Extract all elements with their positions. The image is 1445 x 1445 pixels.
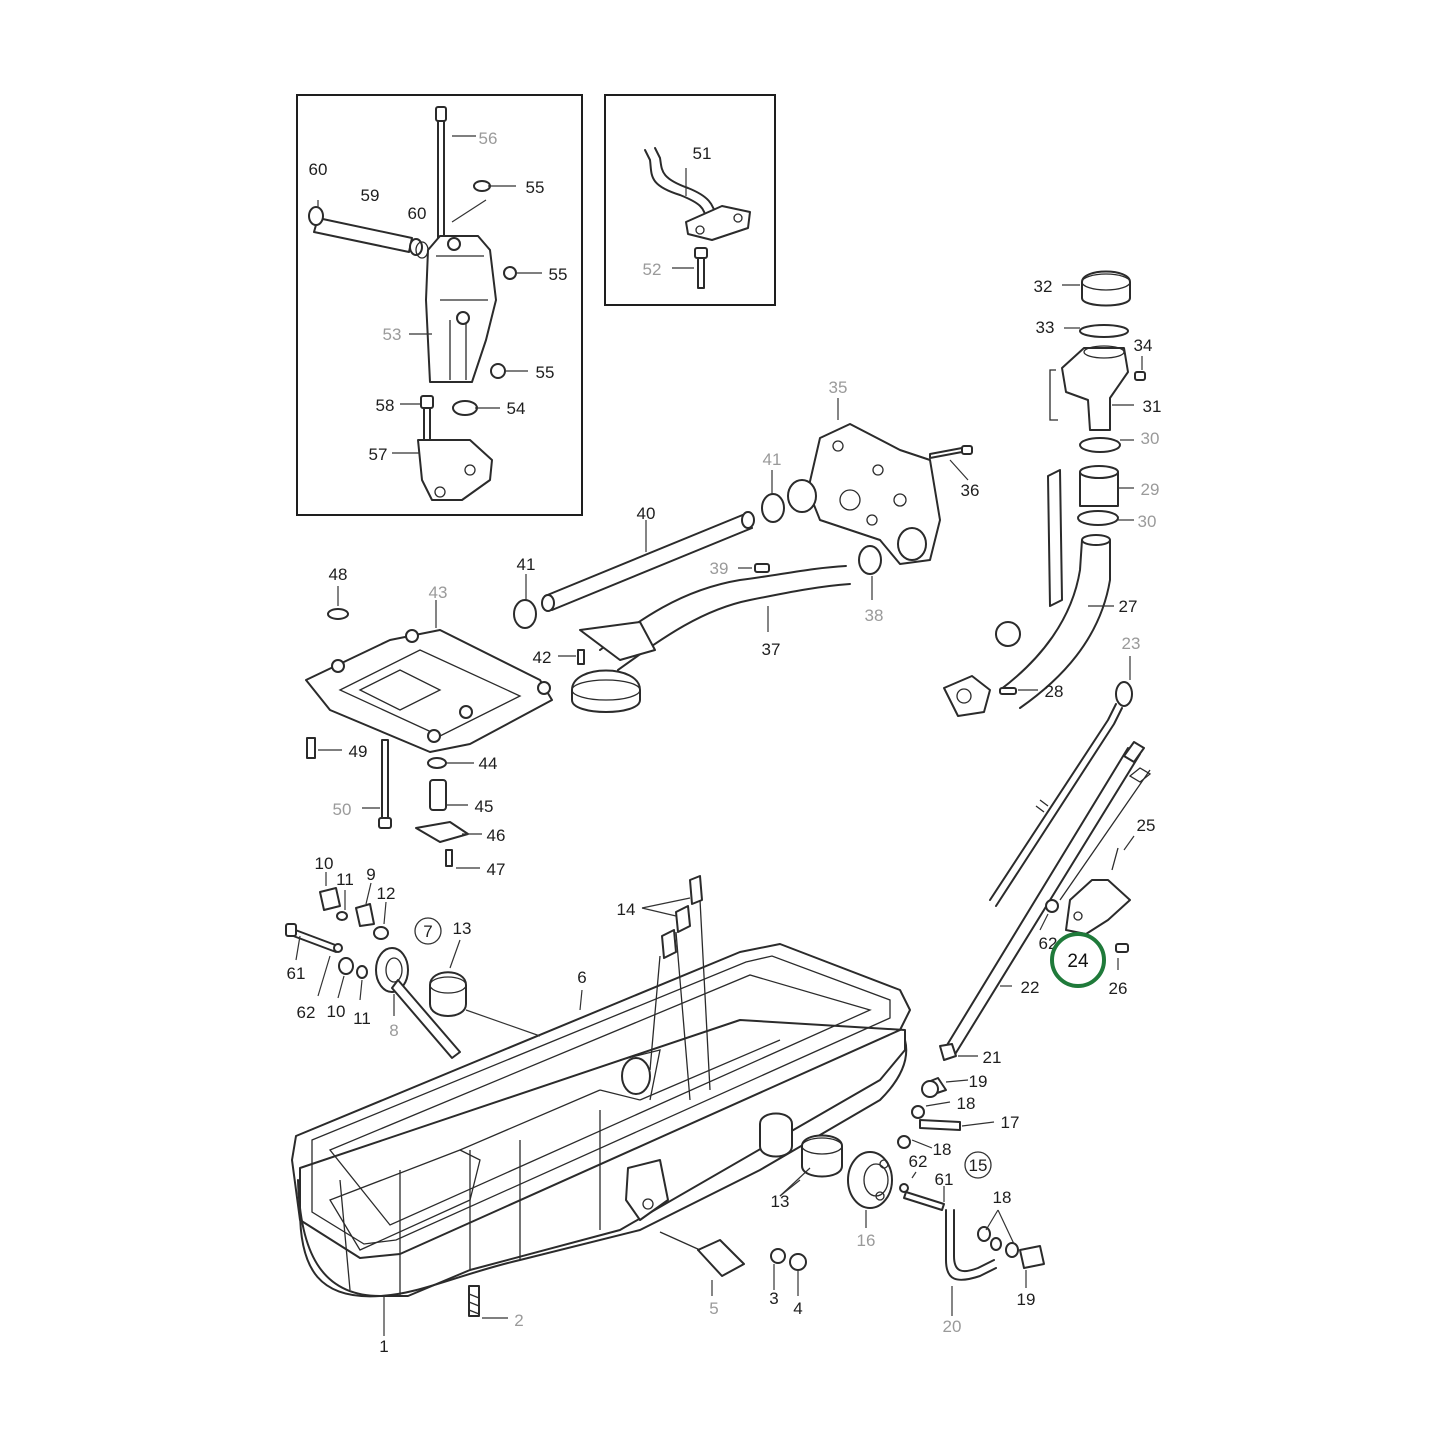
callout-label-55: 55 [536,363,555,382]
callout-label-55: 55 [526,178,545,197]
callout-label-16: 16 [857,1231,876,1250]
callout-label-57: 57 [369,445,388,464]
callout-label-27: 27 [1119,597,1138,616]
left-fittings-group [285,872,541,1059]
callout-label-20: 20 [943,1317,962,1336]
callout-label-14: 14 [617,900,636,919]
highlight-ring[interactable] [1050,932,1106,988]
callout-label-54: 54 [507,399,526,418]
callout-label-29: 29 [1141,480,1160,499]
callout-label-53: 53 [383,325,402,344]
right-fittings-group [779,1077,1045,1316]
bearing-bracket-group [305,586,553,869]
callout-label-58: 58 [376,396,395,415]
callout-label-60: 60 [309,160,328,179]
callout-label-22: 22 [1021,978,1040,997]
callout-label-18: 18 [957,1094,976,1113]
oil-pan-group [291,943,911,1336]
callout-label-19: 19 [1017,1290,1036,1309]
callout-label-32: 32 [1034,277,1053,296]
callout-label-10: 10 [315,854,334,873]
callout-label-46: 46 [487,826,506,845]
highlighted-part-label[interactable]: 24 [1067,951,1089,972]
circled-reference-7-label: 7 [423,922,432,941]
callout-label-18: 18 [993,1188,1012,1207]
callout-label-10: 10 [327,1002,346,1021]
oil-pump-housing-and-pipes [513,398,973,713]
callout-label-59: 59 [361,186,380,205]
callout-label-39: 39 [710,559,729,578]
callout-label-52: 52 [643,260,662,279]
inset-pipe [604,94,776,306]
callout-label-35: 35 [829,378,848,397]
callout-label-28: 28 [1045,682,1064,701]
callout-label-2: 2 [514,1311,523,1330]
callout-label-8: 8 [389,1021,398,1040]
callout-label-51: 51 [693,144,712,163]
callout-label-55: 55 [549,265,568,284]
callout-label-30: 30 [1141,429,1160,448]
callout-label-11: 11 [336,870,354,889]
callout-label-34: 34 [1134,336,1153,355]
callout-label-25: 25 [1137,816,1156,835]
callout-label-13: 13 [453,919,472,938]
callout-label-23: 23 [1122,634,1141,653]
callout-label-48: 48 [329,565,348,584]
callout-label-56: 56 [479,129,498,148]
inset-oil-pump [296,94,583,516]
callout-label-12: 12 [377,884,396,903]
circled-reference-7: 7 [414,917,442,945]
callout-label-4: 4 [793,1299,802,1318]
callout-label-61: 61 [935,1170,954,1189]
callout-label-47: 47 [487,860,506,879]
circled-reference-15: 15 [964,1151,992,1179]
callout-label-42: 42 [533,648,552,667]
callout-label-26: 26 [1109,979,1128,998]
callout-label-50: 50 [333,800,352,819]
callout-label-31: 31 [1143,397,1162,416]
callout-label-41: 41 [763,450,782,469]
callout-label-61: 61 [287,964,306,983]
dipstick-group [939,656,1152,1061]
oil-filler-assembly [943,270,1146,717]
callout-label-40: 40 [637,504,656,523]
callout-label-33: 33 [1036,318,1055,337]
strap-14-group [641,875,711,1101]
callout-label-21: 21 [983,1048,1002,1067]
callout-label-37: 37 [762,640,781,659]
callout-label-6: 6 [577,968,586,987]
highlighted-part-24[interactable]: 24 [1050,932,1106,988]
callout-label-38: 38 [865,606,884,625]
callout-label-5: 5 [709,1299,718,1318]
callout-label-49: 49 [349,742,368,761]
callout-label-1: 1 [379,1337,388,1356]
callout-label-43: 43 [429,583,448,602]
callout-label-44: 44 [479,754,498,773]
circled-reference-15-label: 15 [969,1156,988,1175]
callout-label-18: 18 [933,1140,952,1159]
callout-label-62: 62 [297,1003,316,1022]
callout-label-45: 45 [475,797,494,816]
callout-label-13: 13 [771,1192,790,1211]
callout-label-11: 11 [353,1009,371,1028]
callout-label-41: 41 [517,555,536,574]
callout-label-60: 60 [408,204,427,223]
callout-label-17: 17 [1001,1113,1020,1132]
callout-label-36: 36 [961,481,980,500]
callout-label-3: 3 [769,1289,778,1308]
callout-label-9: 9 [366,865,375,884]
callout-label-62: 62 [909,1152,928,1171]
callout-label-19: 19 [969,1072,988,1091]
callout-label-30: 30 [1138,512,1157,531]
